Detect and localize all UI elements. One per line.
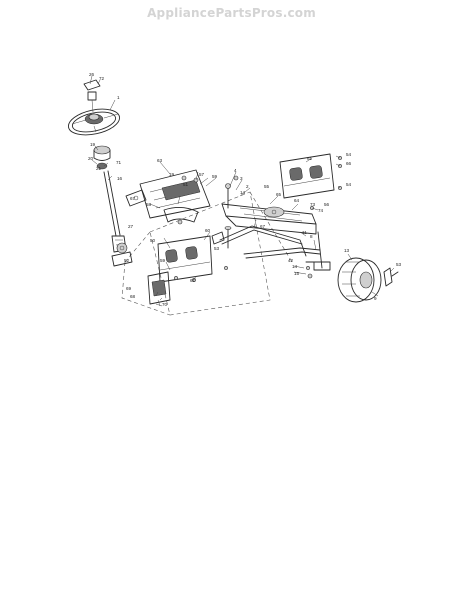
callout-label: 20: [88, 156, 94, 161]
callout-label: 61: [307, 156, 313, 161]
callout-label: 66: [346, 161, 352, 166]
callout-label: 51: [183, 182, 189, 187]
callout-label: 14: [292, 264, 298, 269]
callout-label: 59: [212, 174, 218, 179]
callout-label: 13: [344, 248, 350, 253]
callout-label: 74: [318, 208, 324, 213]
axle-mount-plate-upper: [279, 153, 335, 199]
leader-lines: [89, 75, 395, 301]
drag-link: [219, 225, 307, 257]
callout-label: 14: [240, 190, 246, 195]
callout-label: 27: [128, 224, 134, 229]
callout-label: 64: [294, 198, 300, 203]
callout-label: 61: [190, 278, 196, 283]
callout-label: 53: [396, 262, 402, 267]
dashed-assembly-outline: [121, 191, 293, 316]
callout-label: 26: [89, 72, 95, 77]
callout-label: 3: [240, 176, 243, 181]
callout-label: 73: [310, 202, 316, 207]
callout-label: 21: [96, 166, 102, 171]
callout-label: 9: [374, 296, 377, 301]
steering-bushing: [93, 145, 111, 170]
callout-label: 54: [346, 152, 352, 157]
callout-label: 11: [302, 230, 307, 235]
callout-label: 2: [246, 184, 249, 189]
callout-labels: 26 72 1 19 20 21 71 16 63 19 57 51 59 58…: [88, 72, 402, 307]
callout-label: 70: [162, 302, 168, 307]
callout-label: 1: [117, 95, 120, 100]
spindle: [305, 231, 331, 279]
callout-label: 58: [146, 202, 152, 207]
callout-label: 65: [276, 192, 282, 197]
steering-wheel-cap: [83, 79, 101, 113]
callout-label: 68: [130, 294, 136, 299]
callout-label: 52: [124, 258, 130, 263]
bracket-plate-small: [147, 271, 171, 307]
callout-label: 15: [294, 271, 300, 276]
callout-label: 53: [214, 246, 220, 251]
callout-label: 4: [234, 168, 237, 173]
callout-label: 19: [169, 172, 175, 177]
axle-pivot-hardware: [211, 183, 232, 249]
callout-label: 42: [288, 258, 294, 263]
callout-label: 67: [260, 224, 266, 229]
front-tire: [337, 257, 382, 303]
steering-sector-plate: [139, 169, 211, 223]
callout-label: 72: [99, 76, 105, 81]
site-watermark: AppliancePartsPros.com: [147, 6, 316, 20]
callout-label: 60: [205, 228, 211, 233]
callout-label: 55: [264, 184, 270, 189]
callout-label: 50: [150, 238, 156, 243]
callout-label: 57: [199, 172, 205, 177]
callout-label: 71: [116, 160, 122, 165]
callout-label: 63: [157, 158, 163, 163]
front-axle: [221, 203, 317, 235]
callout-label: 19: [90, 142, 96, 147]
callout-label: 59: [160, 258, 166, 263]
mounting-bracket: [125, 189, 147, 207]
tie-rod: [243, 247, 321, 259]
callout-label: 69: [126, 286, 132, 291]
fasteners: [174, 156, 342, 282]
wheel-hub-cap: [383, 267, 399, 287]
frame-plate-lower: [157, 235, 213, 283]
steering-shaft: [103, 170, 127, 253]
callout-label: 8: [310, 234, 313, 239]
pinion-gear: [111, 242, 133, 267]
callout-label: 67: [130, 196, 136, 201]
steering-wheel: [67, 108, 121, 136]
callout-label: 56: [324, 202, 330, 207]
callout-label: 54: [346, 182, 352, 187]
callout-label: 16: [117, 176, 123, 181]
